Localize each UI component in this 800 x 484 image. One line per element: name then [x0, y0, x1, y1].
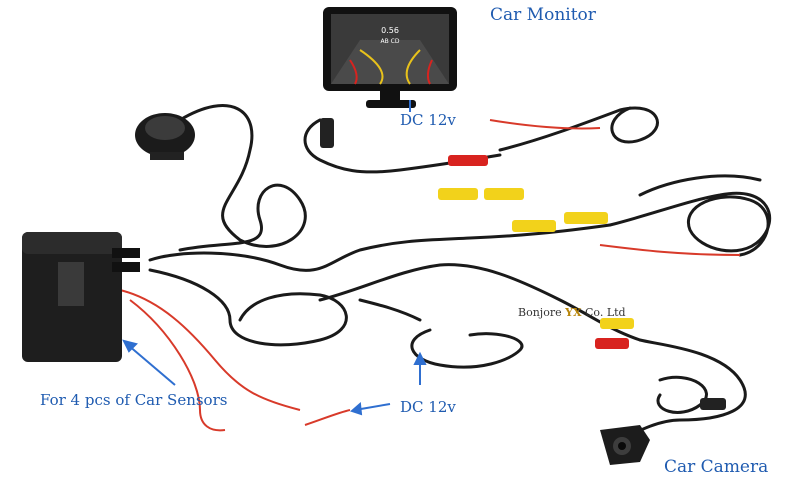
- red-wires: [119, 119, 741, 432]
- buzzer: [135, 113, 195, 160]
- control-box-top: [22, 232, 122, 254]
- middle-cable-coil: [148, 268, 348, 347]
- arrow-sensors-head: [122, 339, 138, 353]
- rca-red-camera: [595, 338, 629, 349]
- camera-cable-coil: [656, 375, 708, 414]
- arrow-dc-left-head: [350, 401, 363, 416]
- monitor-sensor-letters: AB CD: [381, 38, 400, 45]
- control-box: [22, 232, 140, 362]
- brand-prefix: Bonjore: [518, 306, 562, 319]
- rca-yellow-2: [484, 188, 524, 200]
- red-wire-1: [119, 289, 301, 411]
- rca-yellow-4: [564, 212, 608, 224]
- car-camera: [600, 425, 650, 465]
- monitor-stand: [366, 100, 416, 108]
- monitor-power-coil: [498, 106, 659, 152]
- car-sensors-label: For 4 pcs of Car Sensors: [40, 391, 228, 409]
- dc-12v-bottom-label: DC 12v: [400, 398, 456, 416]
- arrows: [122, 100, 427, 416]
- camera-inline-plug: [700, 398, 726, 410]
- cables: [148, 104, 771, 442]
- buzzer-base: [150, 152, 184, 160]
- inline-connector: [320, 118, 334, 148]
- camera-branch-cable: [358, 298, 422, 322]
- monitor-neck: [380, 91, 400, 101]
- right-cable-loop: [638, 174, 762, 197]
- guide-line-yellow-right: [405, 49, 421, 85]
- brand-highlight: YX: [565, 306, 582, 319]
- connector-2: [112, 262, 140, 272]
- car-camera-label: Car Camera: [664, 457, 769, 477]
- monitor-distance: 0.56: [381, 26, 399, 35]
- red-wire-right: [599, 244, 741, 256]
- brand-suffix: Co. Ltd: [584, 306, 626, 319]
- buzzer-grille: [145, 116, 185, 140]
- arrow-dc-up-head: [413, 351, 427, 365]
- red-wire-top: [489, 119, 601, 130]
- camera-lens-inner: [618, 442, 626, 450]
- dc-coil-bottom: [410, 328, 524, 369]
- dc-12v-top-label: DC 12v: [400, 111, 456, 129]
- arrow-sensors-line: [127, 344, 176, 386]
- sensor-cable: [178, 104, 307, 252]
- rca-red-top: [448, 155, 488, 166]
- rca-yellow-camera: [600, 318, 634, 329]
- red-wire-2: [129, 299, 226, 432]
- control-box-panel: [58, 262, 84, 306]
- camera-trunk-cable: [318, 263, 642, 342]
- camera-cable: [618, 338, 747, 442]
- guide-line-red-left: [349, 59, 358, 85]
- rca-yellow-1: [438, 188, 478, 200]
- guide-line-yellow-left: [359, 49, 384, 85]
- brand-label: Bonjore YX Co. Ltd: [518, 306, 626, 319]
- connector-1: [112, 248, 140, 258]
- main-cable: [148, 223, 612, 272]
- red-wire-end: [304, 409, 351, 426]
- guide-line-red-right: [426, 59, 433, 85]
- car-monitor: 0.56 AB CD: [323, 7, 457, 108]
- rca-yellow-3: [512, 220, 556, 232]
- right-cable-coil: [608, 191, 771, 257]
- car-monitor-label: Car Monitor: [490, 5, 596, 25]
- rca-connectors: [320, 118, 726, 410]
